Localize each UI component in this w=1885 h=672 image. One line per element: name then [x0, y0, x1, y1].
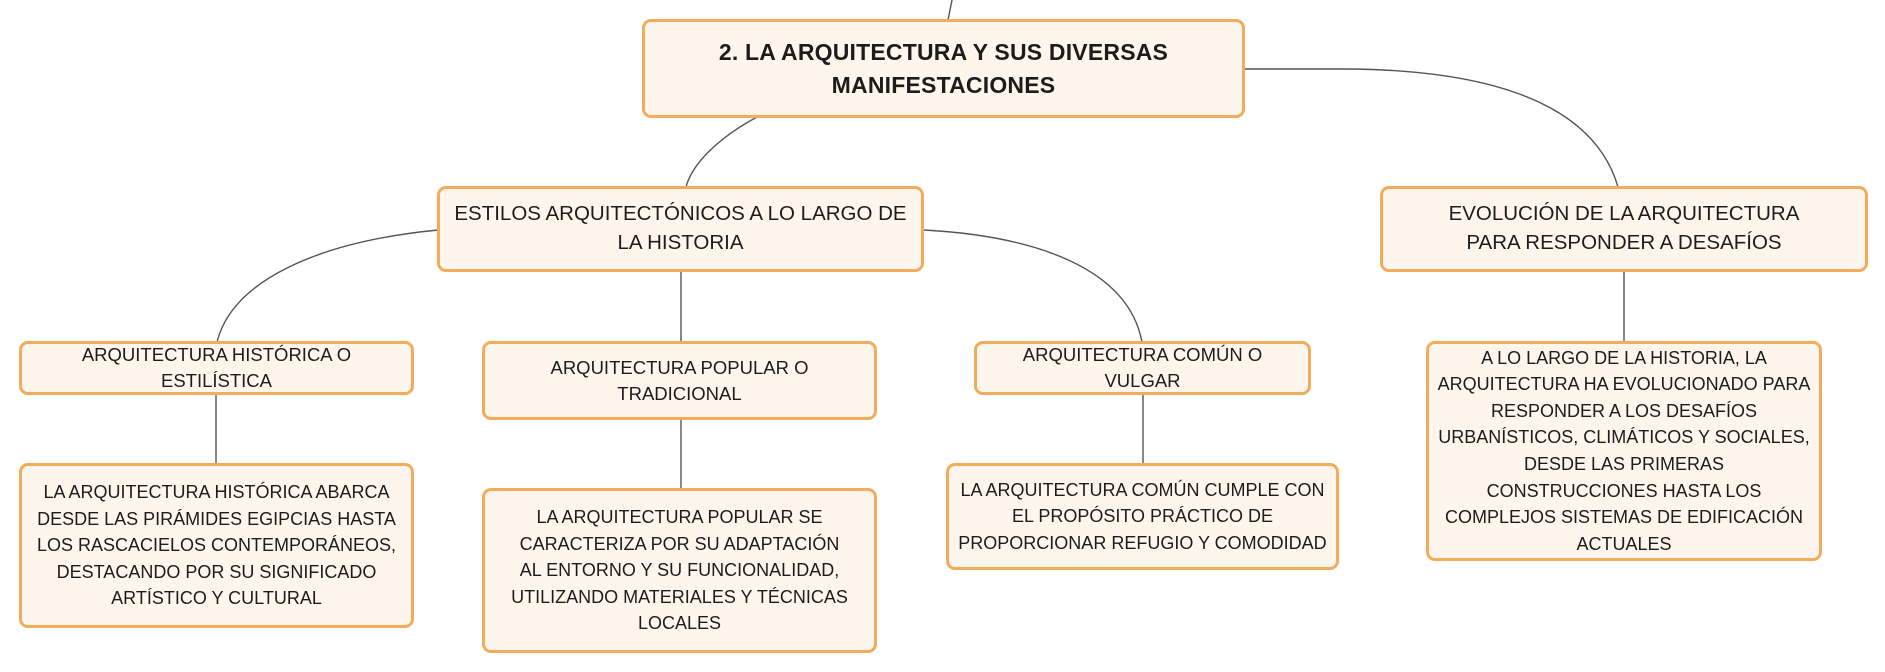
connector-styles-to-historica [216, 229, 439, 343]
connector-incoming-root [947, 0, 953, 21]
connector-styles-to-comun [923, 229, 1143, 343]
connector-root-to-evolution [1244, 68, 1619, 188]
detail-arquitectura-comun-text: LA ARQUITECTURA COMÚN CUMPLE CON EL PROP… [958, 479, 1327, 553]
node-estilos-arquitectonicos-label: ESTILOS ARQUITECTÓNICOS A LO LARGO DE LA… [454, 202, 907, 254]
detail-arquitectura-historica-text: LA ARQUITECTURA HISTÓRICA ABARCA DESDE L… [36, 481, 397, 609]
node-estilos-arquitectonicos[interactable]: ESTILOS ARQUITECTÓNICOS A LO LARGO DE LA… [437, 186, 924, 272]
node-arquitectura-popular[interactable]: ARQUITECTURA POPULAR O TRADICIONAL [482, 341, 877, 420]
root-node[interactable]: 2. LA ARQUITECTURA Y SUS DIVERSAS MANIFE… [642, 19, 1245, 118]
node-arquitectura-historica[interactable]: ARQUITECTURA HISTÓRICA O ESTILÍSTICA [19, 341, 414, 395]
node-arquitectura-comun[interactable]: ARQUITECTURA COMÚN O VULGAR [974, 341, 1311, 395]
node-evolucion-arquitectura[interactable]: EVOLUCIÓN DE LA ARQUITECTURA PARA RESPON… [1380, 186, 1868, 272]
node-evolucion-arquitectura-label: EVOLUCIÓN DE LA ARQUITECTURA PARA RESPON… [1448, 202, 1800, 254]
detail-arquitectura-popular[interactable]: LA ARQUITECTURA POPULAR SE CARACTERIZA P… [482, 488, 877, 653]
node-arquitectura-comun-label: ARQUITECTURA COMÚN O VULGAR [1022, 344, 1263, 391]
node-arquitectura-historica-label: ARQUITECTURA HISTÓRICA O ESTILÍSTICA [81, 344, 352, 391]
root-node-label: 2. LA ARQUITECTURA Y SUS DIVERSAS MANIFE… [718, 39, 1169, 98]
detail-arquitectura-popular-text: LA ARQUITECTURA POPULAR SE CARACTERIZA P… [511, 506, 848, 634]
detail-arquitectura-comun[interactable]: LA ARQUITECTURA COMÚN CUMPLE CON EL PROP… [946, 463, 1339, 570]
detail-evolucion-arquitectura[interactable]: A LO LARGO DE LA HISTORIA, LA ARQUITECTU… [1426, 341, 1822, 561]
node-arquitectura-popular-label: ARQUITECTURA POPULAR O TRADICIONAL [550, 356, 809, 404]
detail-evolucion-arquitectura-text: A LO LARGO DE LA HISTORIA, LA ARQUITECTU… [1437, 347, 1811, 554]
connector-root-to-styles [685, 116, 758, 188]
detail-arquitectura-historica[interactable]: LA ARQUITECTURA HISTÓRICA ABARCA DESDE L… [19, 463, 414, 628]
